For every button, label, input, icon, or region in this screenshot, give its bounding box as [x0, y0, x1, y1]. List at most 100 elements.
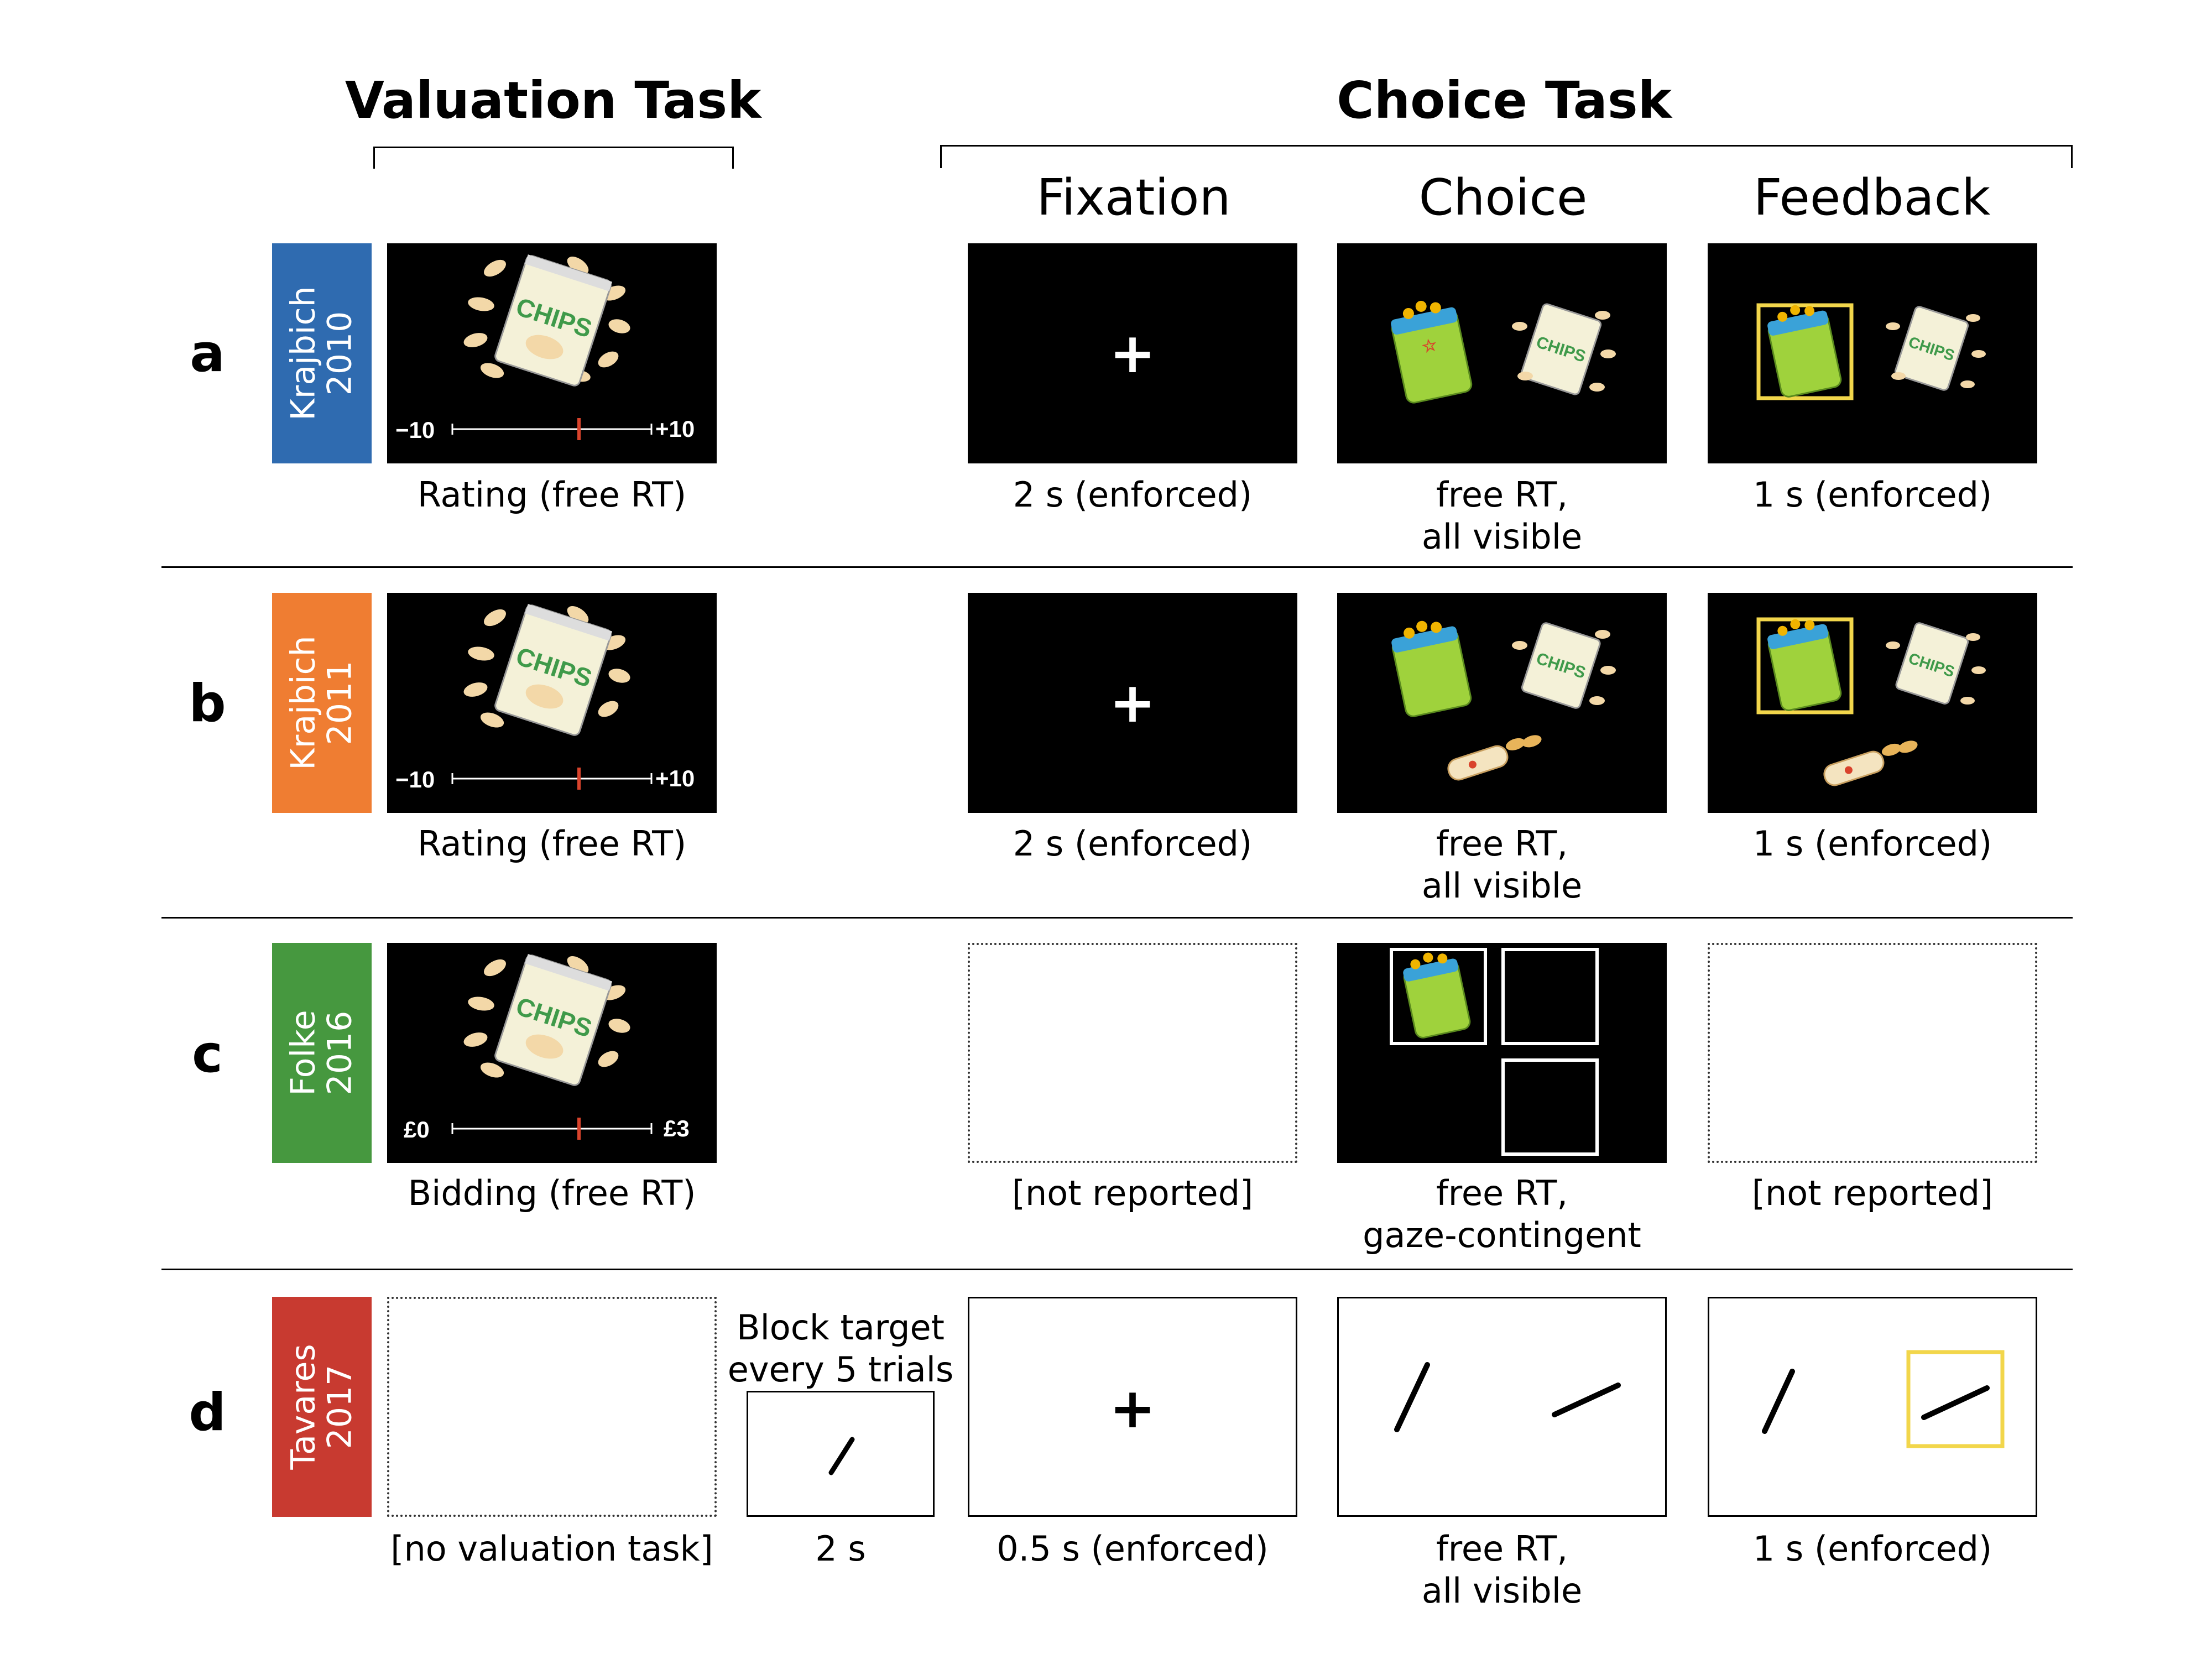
- choice-header: Choice: [1418, 169, 1588, 227]
- snack-bag-item: [1403, 952, 1471, 1039]
- valuation-task-header: Valuation Task: [345, 71, 761, 130]
- snack-bag-item: [1767, 305, 1842, 398]
- right-bar-stimulus: [1921, 1385, 1990, 1420]
- snack-roll-item: [1447, 735, 1542, 781]
- fixation-cross: +: [1109, 670, 1156, 735]
- block-target-label: Block target every 5 trials: [713, 1307, 968, 1391]
- feedback-caption: 1 s (enforced): [1752, 823, 1992, 864]
- block-target-caption: 2 s: [815, 1528, 866, 1569]
- snack-bag-item: [1391, 620, 1472, 717]
- fixation-caption: 0.5 s (enforced): [997, 1528, 1269, 1569]
- study-band-tavares-2017: Tavares 2017: [272, 1297, 372, 1517]
- scale-max-label: £3: [664, 1115, 690, 1141]
- feedback-caption: [not reported]: [1751, 1173, 1994, 1213]
- choice-task-header: Choice Task: [1337, 71, 1672, 130]
- snack-roll-item: [1823, 740, 1918, 786]
- chips-bag-item: CHIPS: [1520, 303, 1602, 395]
- choice-caption: free RT, all visible: [1336, 1528, 1668, 1612]
- snack-bag-item: [1767, 619, 1842, 711]
- valuation-screen: CHIPS £0 £3: [387, 943, 717, 1163]
- choice-caption-line-1: free RT,: [1436, 474, 1568, 515]
- choice-screen: [1337, 1297, 1667, 1517]
- block-target-line-1: Block target: [737, 1307, 945, 1348]
- study-label: Tavares 2017: [284, 1344, 360, 1470]
- chosen-item-highlight: [1756, 617, 1854, 714]
- feedback-header: Feedback: [1753, 169, 1991, 227]
- fixation-caption: 2 s (enforced): [1013, 823, 1253, 864]
- row-label-b: b: [189, 674, 226, 734]
- left-bar-stimulus: [1394, 1362, 1430, 1432]
- study-band-krajbich-2010: Krajbich 2010: [272, 243, 372, 463]
- feedback-screen: CHIPS: [1708, 593, 2037, 813]
- scale-min-label: −10: [395, 417, 435, 443]
- choice-caption-line-1: free RT,: [1436, 823, 1568, 864]
- block-target-bar: [828, 1437, 855, 1475]
- row-separator-cd: [161, 1269, 2073, 1270]
- valuation-caption: Rating (free RT): [417, 474, 687, 515]
- choice-caption-line-2: all visible: [1421, 517, 1583, 557]
- feedback-caption: 1 s (enforced): [1752, 474, 1992, 515]
- choice-caption-line-1: free RT,: [1436, 1173, 1568, 1213]
- row-label-d: d: [189, 1383, 226, 1443]
- chips-bag-item: CHIPS: [1895, 622, 1969, 705]
- row-separator-bc: [161, 917, 2073, 919]
- valuation-screen-none: [387, 1297, 717, 1517]
- valuation-screen: CHIPS −10 +10: [387, 593, 717, 813]
- item-frame-bottom-right: [1501, 1058, 1599, 1156]
- item-frame-top-right: [1501, 948, 1599, 1045]
- choice-caption-line-1: free RT,: [1436, 1528, 1568, 1569]
- choice-caption-line-2: gaze-contingent: [1363, 1215, 1641, 1255]
- scale-max-label: +10: [655, 765, 695, 791]
- fixation-cross: +: [1109, 1376, 1156, 1441]
- study-label: Folke 2016: [284, 1010, 359, 1096]
- block-target-line-2: every 5 trials: [727, 1349, 954, 1390]
- chosen-item-highlight: [1906, 1350, 2005, 1448]
- feedback-screen: CHIPS: [1708, 243, 2037, 463]
- choice-screen: [1337, 943, 1667, 1163]
- scale-min-label: −10: [395, 766, 435, 792]
- block-target-screen: [747, 1391, 935, 1517]
- scale-min-label: £0: [404, 1117, 430, 1142]
- valuation-bracket: [373, 147, 734, 169]
- choice-screen: ☆ CHIPS: [1337, 243, 1667, 463]
- study-label: Krajbich 2011: [284, 635, 360, 770]
- left-bar-stimulus: [1762, 1369, 1795, 1434]
- choice-screen: CHIPS: [1337, 593, 1667, 813]
- valuation-caption: Rating (free RT): [417, 823, 687, 864]
- scale-max-label: +10: [655, 416, 695, 442]
- row-label-a: a: [190, 324, 225, 384]
- valuation-caption: Bidding (free RT): [408, 1173, 696, 1213]
- chips-bag-item: CHIPS: [1894, 306, 1969, 391]
- fixation-header: Fixation: [1036, 169, 1231, 227]
- valuation-screen: CHIPS −10 +10: [387, 243, 717, 463]
- choice-caption: free RT, all visible: [1336, 474, 1668, 558]
- fixation-screen: +: [968, 593, 1297, 813]
- chips-bag-item: CHIPS: [1521, 622, 1601, 709]
- choice-caption: free RT, gaze-contingent: [1336, 1172, 1668, 1256]
- fixation-caption: [not reported]: [1011, 1173, 1254, 1213]
- item-frame-top-left: [1390, 948, 1487, 1045]
- choice-caption-line-2: all visible: [1421, 865, 1583, 906]
- right-bar-stimulus: [1552, 1383, 1621, 1417]
- row-label-c: c: [192, 1024, 223, 1084]
- fixation-cross: +: [1109, 321, 1156, 385]
- choice-caption: free RT, all visible: [1336, 823, 1668, 907]
- feedback-screen: [1708, 1297, 2037, 1517]
- study-band-folke-2016: Folke 2016: [272, 943, 372, 1163]
- fixation-screen: +: [968, 243, 1297, 463]
- fixation-screen: +: [968, 1297, 1297, 1517]
- valuation-caption: [no valuation task]: [390, 1528, 713, 1569]
- chips-bag: [494, 604, 612, 736]
- fixation-screen-not-reported: [968, 943, 1297, 1163]
- choice-caption-line-2: all visible: [1421, 1571, 1583, 1611]
- choice-bracket: [940, 145, 2073, 168]
- study-label: Krajbich 2010: [284, 286, 360, 421]
- row-separator-ab: [161, 566, 2073, 568]
- feedback-screen-not-reported: [1708, 943, 2037, 1163]
- fixation-caption: 2 s (enforced): [1013, 474, 1253, 515]
- snack-bag-item: ☆: [1391, 300, 1473, 404]
- chips-bag: [494, 254, 612, 387]
- feedback-caption: 1 s (enforced): [1752, 1528, 1992, 1569]
- chips-bag: [494, 954, 612, 1086]
- chosen-item-highlight: [1756, 303, 1854, 400]
